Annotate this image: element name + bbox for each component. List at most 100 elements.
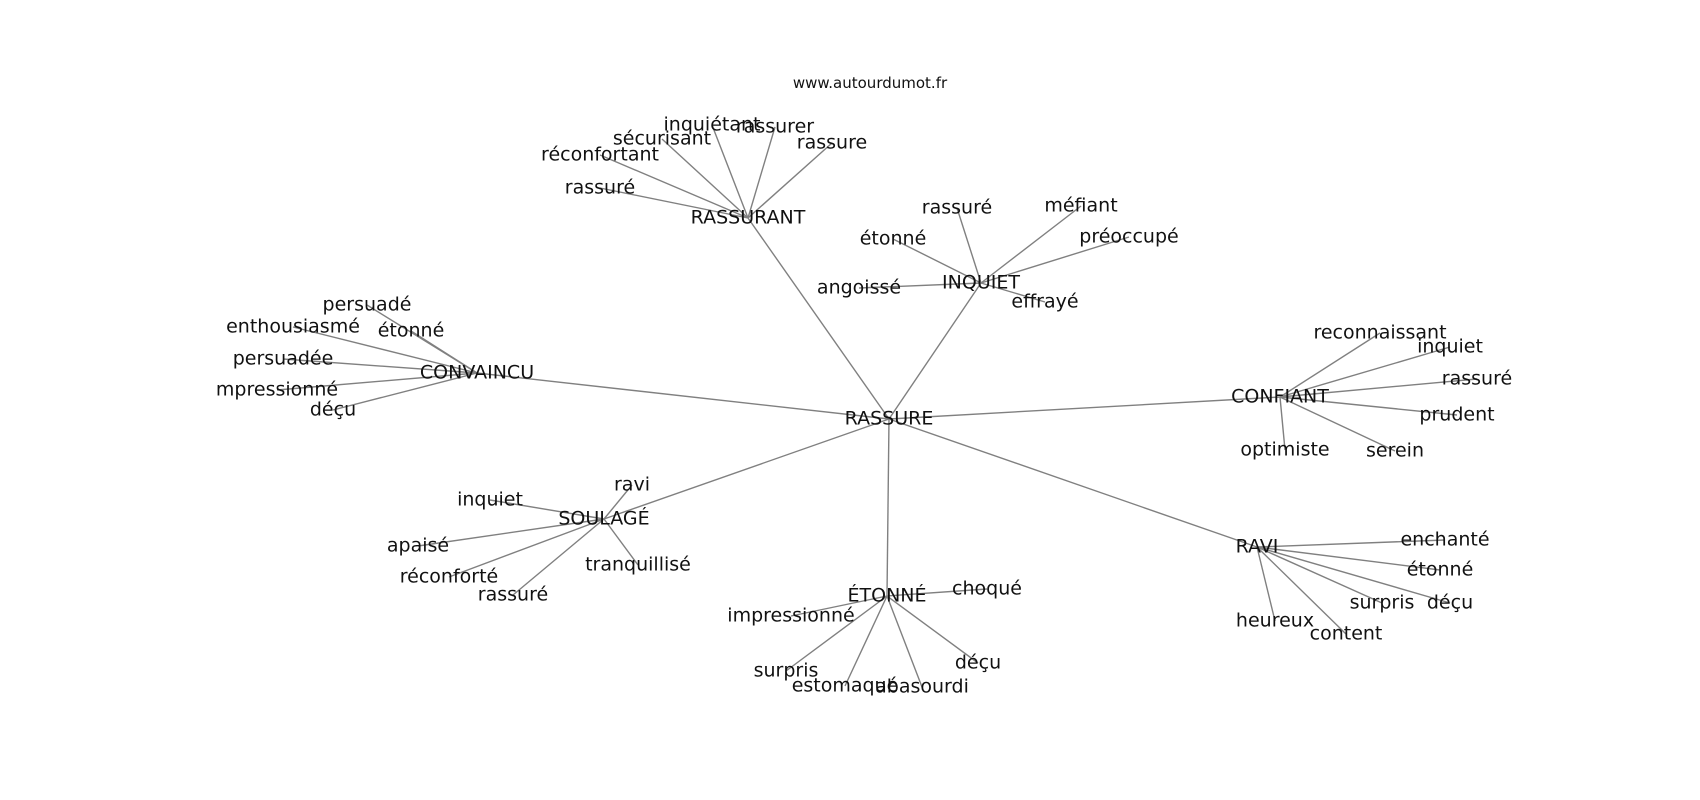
word-node-label[interactable]: heureux [1236, 610, 1314, 632]
word-node-label[interactable]: rassuré [922, 197, 992, 219]
word-node-label[interactable]: étonné [378, 320, 445, 342]
word-node-label[interactable]: effrayé [1011, 291, 1078, 313]
hub-word-edge [1256, 546, 1347, 635]
hub-node-label[interactable]: INQUIET [942, 272, 1020, 294]
hub-node-label[interactable]: ÉTONNÉ [848, 584, 927, 607]
hub-node-label[interactable]: RAVI [1236, 536, 1279, 558]
hub-word-edge [844, 595, 888, 687]
word-node-label[interactable]: ravi [614, 474, 650, 496]
word-node-label[interactable]: serein [1366, 440, 1424, 462]
word-node-label[interactable]: déçu [955, 652, 1001, 674]
hub-word-edge [489, 499, 605, 520]
hub-word-edge [603, 484, 633, 520]
hub-word-edge [276, 372, 478, 391]
hub-word-edge [417, 518, 605, 547]
hub-word-edge [292, 326, 478, 374]
word-node-label[interactable]: rassure [797, 132, 867, 154]
hub-word-edge [886, 588, 988, 597]
hub-word-edge [1279, 396, 1396, 452]
word-node-label[interactable]: rassuré [1442, 368, 1512, 390]
word-node-label[interactable]: content [1310, 623, 1383, 645]
center-hub-edge [886, 418, 890, 597]
word-node-label[interactable]: estomaqué [792, 675, 899, 697]
hub-word-edge [892, 238, 982, 284]
word-node-label[interactable]: prudent [1419, 404, 1494, 426]
hub-word-edge [282, 358, 478, 374]
word-node-label[interactable]: enthousiasmé [226, 316, 360, 338]
hub-word-edge [711, 124, 749, 219]
word-node-label[interactable]: choqué [952, 578, 1022, 600]
word-node-label[interactable]: mpressionné [216, 379, 338, 401]
center-hub-edge [888, 396, 1281, 420]
word-node-label[interactable]: préoccupé [1079, 226, 1178, 248]
word-node-label[interactable]: angoissé [817, 277, 901, 299]
hub-word-edge [512, 518, 605, 596]
word-node-label[interactable]: persuadé [323, 294, 412, 316]
hub-word-edge [1256, 539, 1446, 548]
word-node-label[interactable]: rassurer [736, 116, 814, 138]
word-node-label[interactable]: apaisé [387, 535, 449, 557]
hub-node-label[interactable]: CONFIANT [1231, 386, 1329, 408]
hub-word-edge [1256, 546, 1276, 622]
hub-word-edge [1279, 396, 1458, 416]
word-node-label[interactable]: étonné [860, 228, 927, 250]
center-hub-edge [476, 372, 890, 420]
word-node-label[interactable]: inquiétant [664, 114, 761, 136]
hub-word-edge [747, 142, 833, 219]
hub-word-edge [332, 372, 478, 411]
hub-node-label[interactable]: CONVAINCU [420, 362, 534, 384]
word-node-label[interactable]: reconnaissant [1313, 322, 1446, 344]
hub-word-edge [1279, 378, 1478, 398]
word-node-label[interactable]: surpris [1350, 592, 1415, 614]
hub-word-edge [1256, 546, 1441, 571]
hub-word-edge [980, 236, 1130, 284]
word-node-label[interactable]: inquiet [1417, 336, 1483, 358]
edges-layer [276, 124, 1478, 688]
hub-word-edge [603, 518, 639, 566]
word-node-label[interactable]: étonné [1407, 559, 1474, 581]
word-node-label[interactable]: sécurisant [613, 128, 711, 150]
hub-word-edge [661, 138, 749, 219]
center-hub-edge [888, 418, 1258, 548]
center-hub-edge [603, 418, 890, 520]
hub-node-label[interactable]: SOULAGÉ [558, 507, 649, 530]
center-hub-edge [747, 217, 890, 420]
word-node-label[interactable]: rassuré [565, 177, 635, 199]
hub-word-edge [956, 207, 982, 284]
hub-word-edge [1256, 546, 1451, 604]
hub-word-edge [599, 154, 749, 219]
hub-word-edge [790, 595, 888, 617]
center-node-label[interactable]: RASSURE [845, 408, 934, 430]
center-hub-edge [888, 282, 982, 420]
word-node-label[interactable]: surpris [754, 660, 819, 682]
word-node-label[interactable]: persuadée [233, 348, 334, 370]
hub-word-edge [886, 595, 979, 664]
hub-word-edge [1279, 332, 1381, 398]
hub-word-edge [599, 187, 749, 219]
hub-node-label[interactable]: RASSURANT [691, 207, 806, 229]
hub-word-edge [448, 518, 605, 578]
hub-word-edge [1256, 546, 1383, 604]
word-node-label[interactable]: impressionné [727, 605, 854, 627]
word-node-label[interactable]: inquiet [457, 489, 523, 511]
word-node-label[interactable]: réconfortant [541, 144, 659, 166]
word-node-label[interactable]: enchanté [1400, 529, 1489, 551]
source-url: www.autourdumot.fr [792, 74, 948, 92]
word-node-label[interactable]: déçu [1427, 592, 1473, 614]
hub-word-edge [410, 330, 478, 374]
word-node-label[interactable]: optimiste [1240, 439, 1329, 461]
hub-word-edge [1279, 396, 1286, 451]
word-node-label[interactable]: abasourdi [875, 676, 969, 698]
word-node-label[interactable]: tranquillisé [585, 554, 691, 576]
word-node-label[interactable]: méfiant [1044, 195, 1117, 217]
hub-word-edge [747, 126, 776, 219]
word-node-label[interactable]: déçu [310, 399, 356, 421]
hub-word-edge [1279, 346, 1451, 398]
hub-word-edge [980, 205, 1082, 284]
word-node-label[interactable]: rassuré [478, 584, 548, 606]
hub-word-edge [858, 282, 982, 289]
word-node-label[interactable]: réconforté [400, 566, 498, 588]
